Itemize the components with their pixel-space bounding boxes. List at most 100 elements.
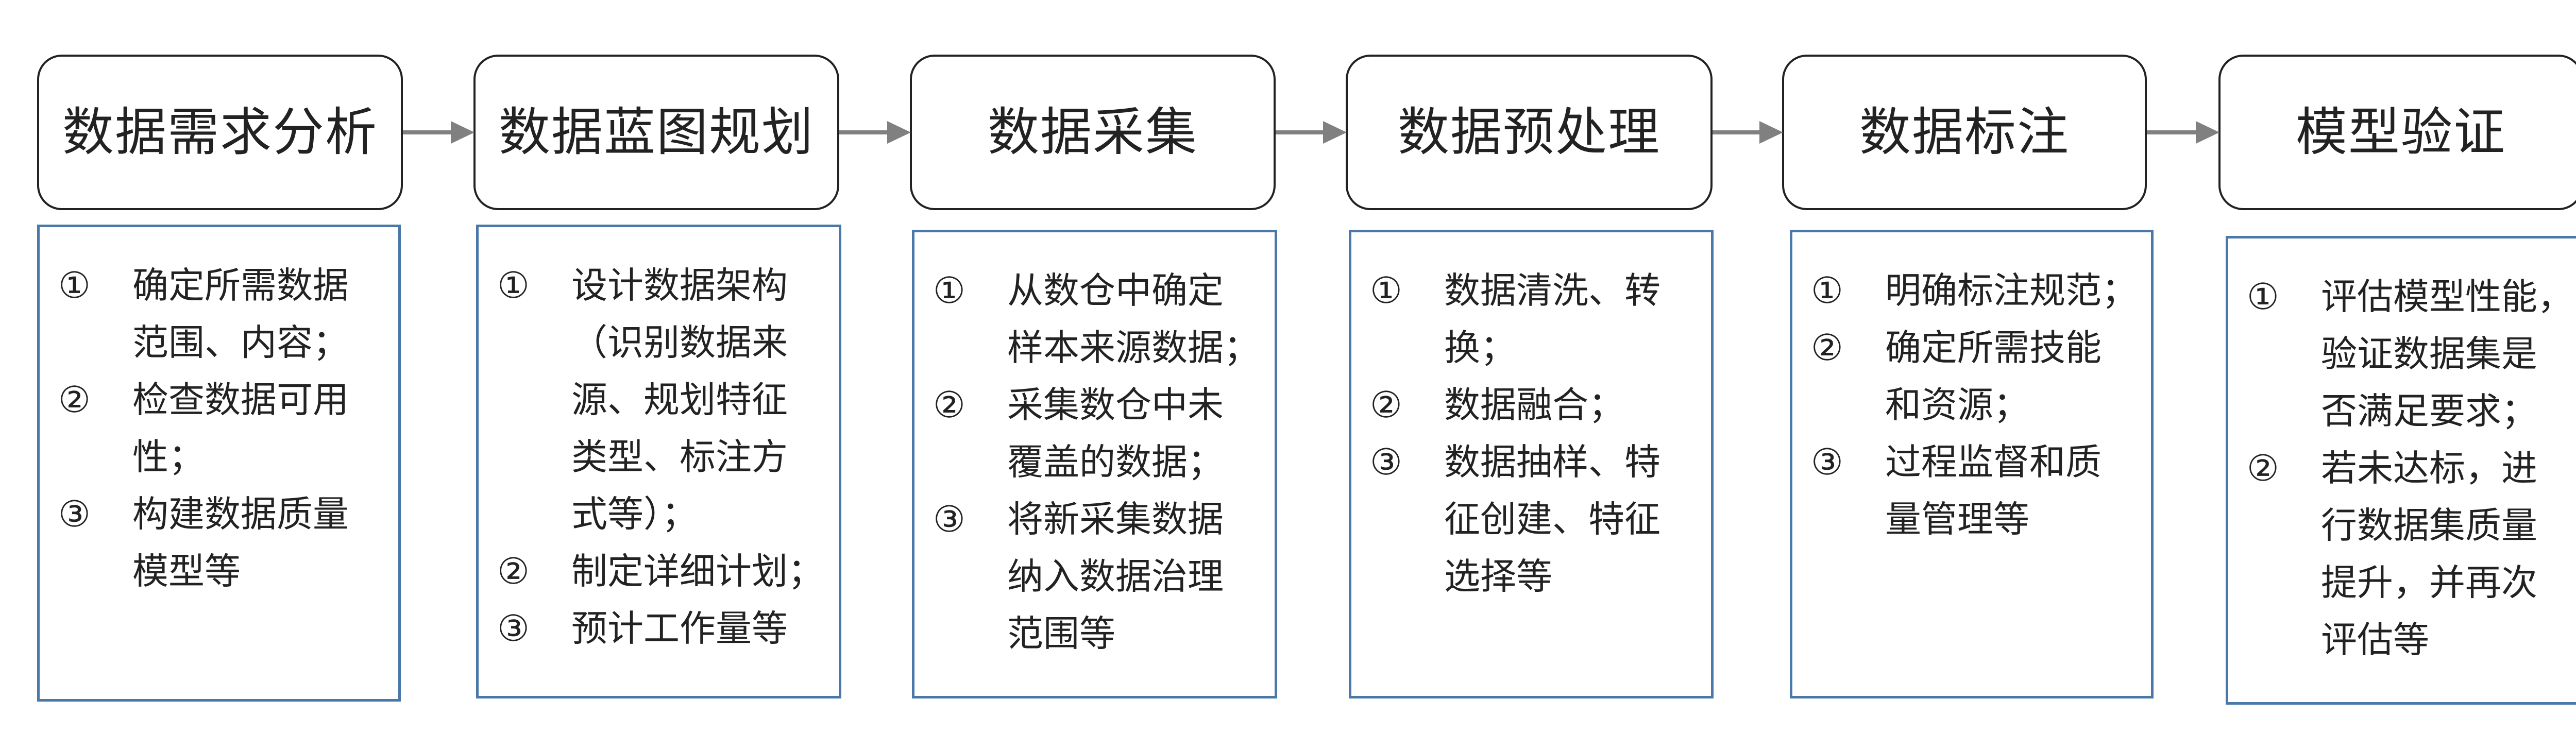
detail-item: ① 明确标注规范； (1792, 262, 2151, 319)
detail-item: ① 从数仓中确定 样本来源数据； (914, 262, 1275, 377)
flow-arrow (1713, 121, 1783, 144)
step-marker: ② (497, 550, 530, 592)
detail-line: 确定所需技能 (1885, 327, 2102, 369)
detail-line: 性； (132, 436, 205, 478)
detail-line: 数据融合； (1444, 384, 1624, 426)
detail-line: 纳入数据治理 (1007, 555, 1224, 598)
stage-blueprint-planning: 数据蓝图规划 (473, 55, 839, 210)
detail-preprocessing: ① 数据清洗、转 换； ② 数据融合； ③ 数据抽样、特 征创建、特征 选择等 (1349, 230, 1714, 698)
detail-item: ① 设计数据架构 （识别数据来 源、规划特征 类型、标注方 式等）； (479, 257, 839, 543)
stage-title: 数据采集 (988, 102, 1198, 162)
detail-line: 从数仓中确定 (1007, 269, 1224, 312)
stage-title: 数据预处理 (1398, 102, 1660, 162)
detail-line: 和资源； (1885, 384, 2029, 426)
arrow-head-icon (1323, 121, 1347, 144)
detail-line: 源、规划特征 (571, 379, 788, 421)
detail-line: 将新采集数据 (1007, 498, 1224, 540)
detail-line: 换； (1444, 327, 1516, 369)
detail-line: 评估模型性能， (2321, 276, 2573, 318)
detail-line: 明确标注规范； (1885, 269, 2138, 312)
detail-item: ② 确定所需技能 和资源； (1792, 319, 2151, 434)
detail-line: 过程监督和质 (1885, 441, 2102, 483)
stage-model-validation: 模型验证 (2218, 55, 2576, 210)
flow-arrow (2147, 121, 2219, 144)
arrow-head-icon (1759, 121, 1783, 144)
detail-line: 预计工作量等 (571, 607, 788, 650)
detail-line: 检查数据可用 (132, 379, 349, 421)
detail-line: 范围等 (1007, 612, 1115, 655)
detail-item: ③ 将新采集数据 纳入数据治理 范围等 (914, 491, 1275, 662)
detail-list: ① 确定所需数据 范围、内容； ② 检查数据可用 性； ③ 构建数据质量 模型等 (40, 257, 398, 600)
detail-line: （识别数据来 (571, 321, 788, 364)
detail-line: 范围、内容； (132, 321, 349, 364)
detail-list: ① 明确标注规范； ② 确定所需技能 和资源； ③ 过程监督和质 量管理等 (1792, 262, 2151, 548)
detail-data-collection: ① 从数仓中确定 样本来源数据； ② 采集数仓中未 覆盖的数据； ③ 将新采集数… (912, 230, 1277, 698)
detail-item: ② 检查数据可用 性； (40, 371, 398, 486)
detail-list: ① 从数仓中确定 样本来源数据； ② 采集数仓中未 覆盖的数据； ③ 将新采集数… (914, 262, 1275, 662)
detail-line: 设计数据架构 (571, 264, 788, 306)
detail-line: 类型、标注方 (571, 436, 788, 478)
detail-item: ② 若未达标，进 行数据集质量 提升，并再次 评估等 (2228, 440, 2576, 669)
arrow-head-icon (451, 121, 474, 144)
step-marker: ① (58, 264, 91, 306)
detail-line: 采集数仓中未 (1007, 384, 1224, 426)
detail-item: ② 数据融合； (1351, 377, 1711, 434)
step-marker: ② (2247, 447, 2279, 489)
detail-item: ① 评估模型性能， 验证数据集是 否满足要求； (2228, 268, 2576, 440)
step-marker: ③ (497, 607, 530, 650)
detail-line: 提升，并再次 (2321, 561, 2537, 604)
stage-preprocessing: 数据预处理 (1346, 55, 1713, 210)
detail-line: 选择等 (1444, 555, 1552, 598)
arrow-head-icon (887, 121, 911, 144)
stage-data-collection: 数据采集 (910, 55, 1276, 210)
detail-item: ③ 预计工作量等 (479, 600, 839, 657)
stage-requirements-analysis: 数据需求分析 (37, 55, 403, 210)
detail-line: 验证数据集是 (2321, 333, 2537, 375)
detail-line: 行数据集质量 (2321, 504, 2537, 547)
detail-line: 构建数据质量 (132, 493, 349, 535)
stage-title: 数据蓝图规划 (499, 102, 814, 162)
stage-title: 数据需求分析 (62, 102, 378, 162)
stage-title: 数据标注 (1859, 102, 2070, 162)
detail-line: 样本来源数据； (1007, 327, 1260, 369)
detail-line: 数据抽样、特 (1444, 441, 1660, 483)
detail-list: ① 设计数据架构 （识别数据来 源、规划特征 类型、标注方 式等）； ② 制定详… (479, 257, 839, 657)
flow-arrow (403, 121, 474, 144)
detail-list: ① 数据清洗、转 换； ② 数据融合； ③ 数据抽样、特 征创建、特征 选择等 (1351, 262, 1711, 605)
detail-model-validation: ① 评估模型性能， 验证数据集是 否满足要求； ② 若未达标，进 行数据集质量 … (2226, 236, 2576, 705)
detail-list: ① 评估模型性能， 验证数据集是 否满足要求； ② 若未达标，进 行数据集质量 … (2228, 268, 2576, 669)
detail-line: 评估等 (2321, 619, 2429, 661)
detail-line: 否满足要求； (2321, 390, 2537, 432)
step-marker: ① (1370, 269, 1402, 312)
detail-blueprint-planning: ① 设计数据架构 （识别数据来 源、规划特征 类型、标注方 式等）； ② 制定详… (476, 225, 841, 698)
detail-item: ① 数据清洗、转 换； (1351, 262, 1711, 377)
flow-arrow (1276, 121, 1347, 144)
detail-line: 征创建、特征 (1444, 498, 1660, 540)
step-marker: ③ (58, 493, 91, 535)
step-marker: ③ (1370, 441, 1402, 483)
detail-item: ② 制定详细计划； (479, 543, 839, 600)
detail-item: ③ 数据抽样、特 征创建、特征 选择等 (1351, 434, 1711, 605)
step-marker: ③ (933, 498, 965, 540)
detail-item: ① 确定所需数据 范围、内容； (40, 257, 398, 371)
detail-annotation: ① 明确标注规范； ② 确定所需技能 和资源； ③ 过程监督和质 量管理等 (1790, 230, 2154, 698)
detail-line: 覆盖的数据； (1007, 441, 1224, 483)
detail-item: ② 采集数仓中未 覆盖的数据； (914, 377, 1275, 491)
detail-item: ③ 构建数据质量 模型等 (40, 486, 398, 600)
step-marker: ② (1811, 327, 1843, 369)
step-marker: ② (933, 384, 965, 426)
detail-line: 制定详细计划； (571, 550, 824, 592)
step-marker: ② (1370, 384, 1402, 426)
stage-annotation: 数据标注 (1782, 55, 2147, 210)
stage-title: 模型验证 (2296, 102, 2506, 162)
detail-line: 式等）； (571, 493, 698, 535)
detail-item: ③ 过程监督和质 量管理等 (1792, 434, 2151, 548)
step-marker: ① (933, 269, 965, 312)
detail-requirements-analysis: ① 确定所需数据 范围、内容； ② 检查数据可用 性； ③ 构建数据质量 模型等 (37, 225, 401, 702)
detail-line: 量管理等 (1885, 498, 2029, 540)
step-marker: ② (58, 379, 91, 421)
flow-arrow (839, 121, 911, 144)
detail-line: 数据清洗、转 (1444, 269, 1660, 312)
detail-line: 确定所需数据 (132, 264, 349, 306)
arrow-head-icon (2196, 121, 2219, 144)
